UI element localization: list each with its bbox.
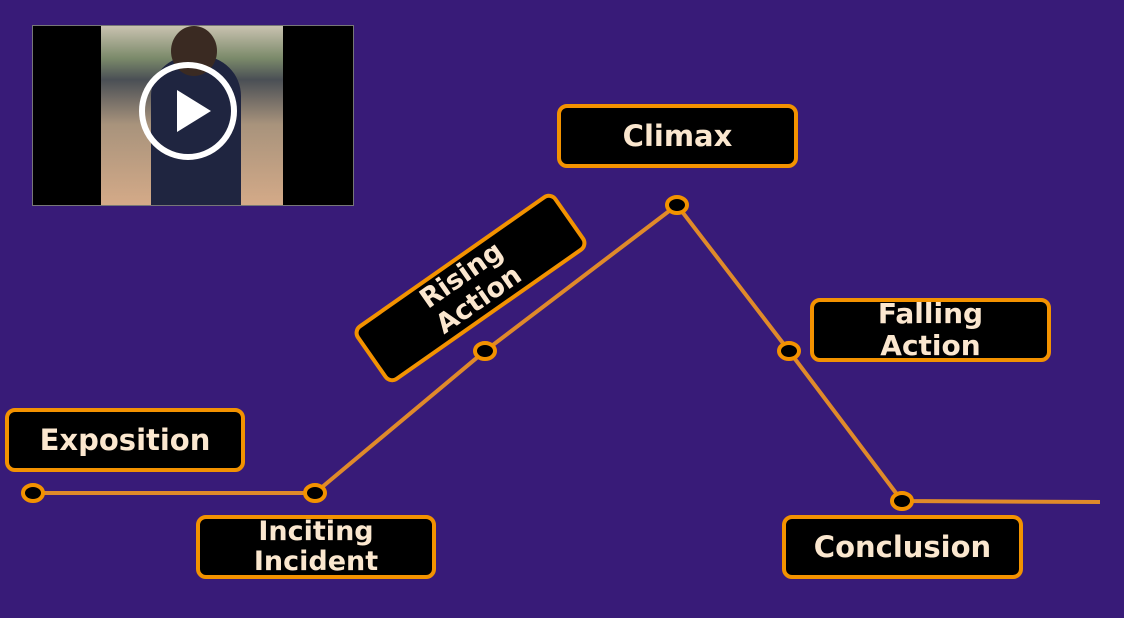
point-inciting-incident	[303, 483, 327, 503]
point-rising-action	[473, 341, 497, 361]
label-exposition: Exposition	[5, 408, 245, 472]
point-falling-action	[777, 341, 801, 361]
point-climax	[665, 195, 689, 215]
play-icon[interactable]	[139, 62, 237, 160]
label-falling-action: Falling Action	[810, 298, 1051, 362]
point-conclusion	[890, 491, 914, 511]
video-thumbnail[interactable]	[32, 25, 354, 206]
label-inciting-incident: Inciting Incident	[196, 515, 436, 579]
point-exposition	[21, 483, 45, 503]
label-conclusion: Conclusion	[782, 515, 1023, 579]
label-climax: Climax	[557, 104, 798, 168]
